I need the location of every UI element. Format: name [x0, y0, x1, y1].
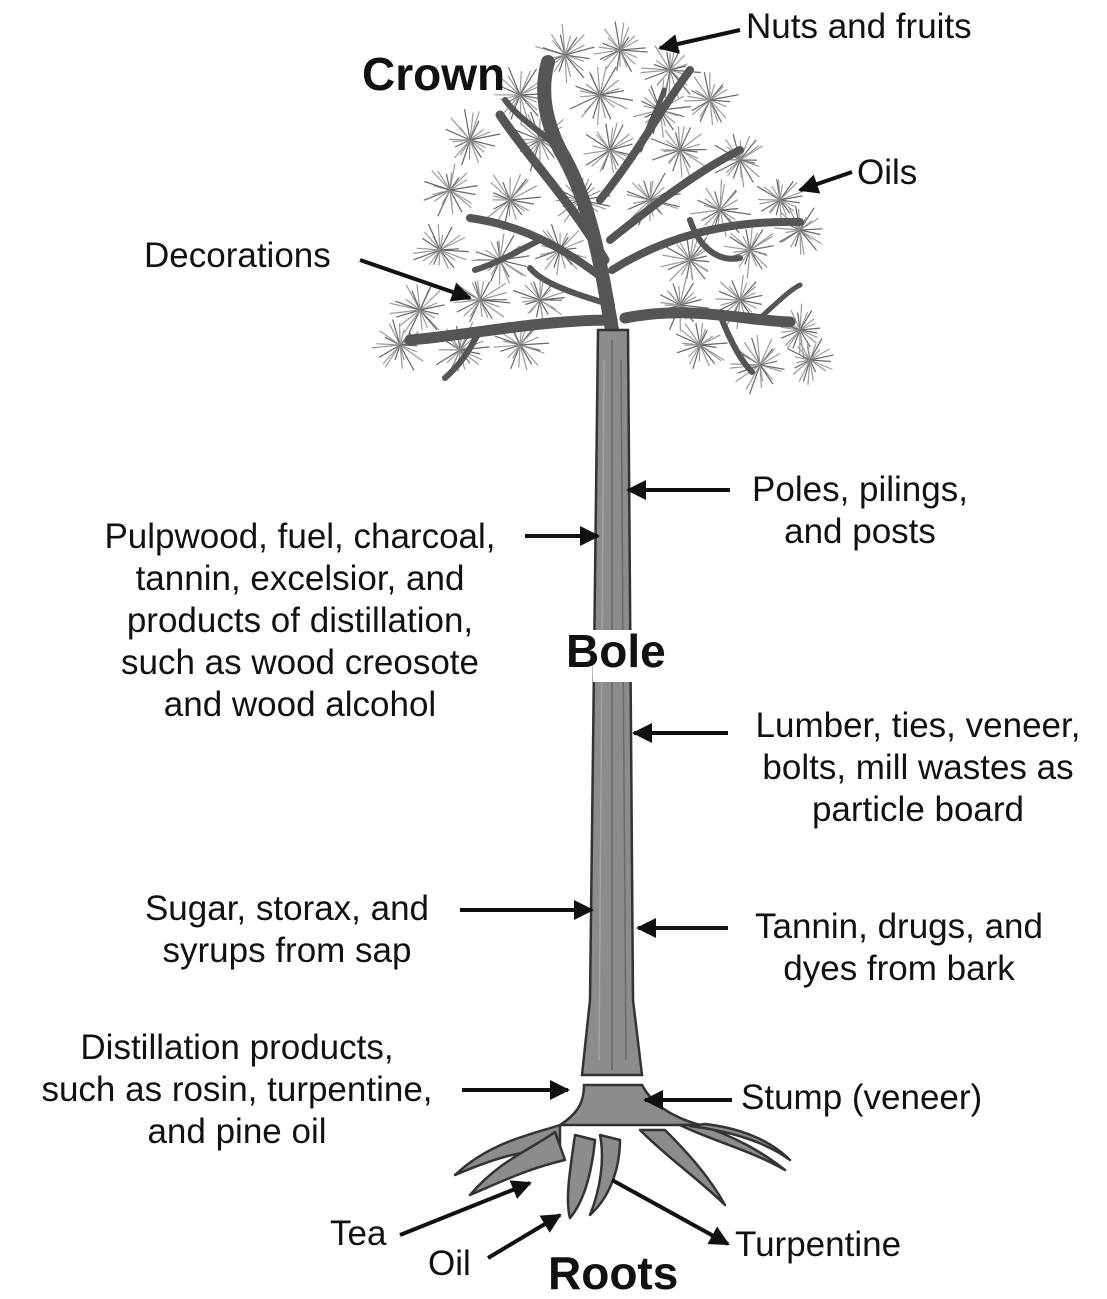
bole-trunk: [582, 330, 643, 1085]
label-pulpwood: Pulpwood, fuel, charcoal, tannin, excels…: [70, 516, 530, 726]
label-oil: Oil: [428, 1243, 471, 1285]
label-decorations: Decorations: [144, 235, 331, 277]
label-tea: Tea: [330, 1213, 386, 1255]
crown-heading: Crown: [362, 49, 505, 99]
label-poles: Poles, pilings, and posts: [735, 469, 985, 553]
label-oils: Oils: [857, 152, 917, 194]
label-tannin: Tannin, drugs, and dyes from bark: [732, 906, 1066, 990]
roots-heading: Roots: [548, 1248, 678, 1298]
label-nuts-and-fruits: Nuts and fruits: [746, 6, 972, 48]
stump: [560, 1085, 700, 1125]
bole-heading: Bole: [566, 626, 666, 676]
label-sugar: Sugar, storax, and syrups from sap: [122, 888, 452, 972]
label-turpentine: Turpentine: [735, 1224, 901, 1266]
label-stump: Stump (veneer): [741, 1077, 982, 1119]
root-system: [455, 1124, 790, 1218]
label-lumber: Lumber, ties, veneer, bolts, mill wastes…: [732, 705, 1104, 831]
label-distillation: Distillation products, such as rosin, tu…: [6, 1027, 468, 1153]
